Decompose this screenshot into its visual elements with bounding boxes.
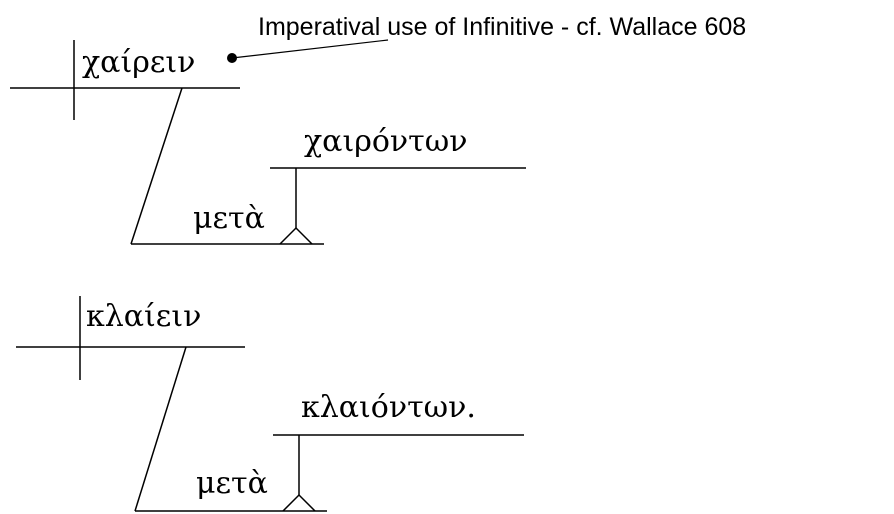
clause-1-stilt-foot <box>279 226 313 245</box>
clause-1-object: χαιρόντων <box>304 124 467 159</box>
annotation-dot <box>227 53 237 63</box>
clause-2-verb: κλαίειν <box>86 299 201 334</box>
clause-1-preposition: μετὰ <box>193 201 265 236</box>
annotation-pointer-line <box>231 39 389 59</box>
clause-2: κλαίειν μετὰ κλαιόντων. <box>16 296 524 512</box>
clause-2-object: κλαιόντων. <box>301 390 476 425</box>
clause-1: χαίρειν μετὰ χαιρόντων <box>10 40 526 245</box>
clause-1-preposition-slant <box>130 87 183 245</box>
annotation-text: Imperatival use of Infinitive - cf. Wall… <box>258 13 746 41</box>
clause-2-stilt-foot <box>282 493 316 512</box>
clause-1-verb: χαίρειν <box>82 45 195 80</box>
clause-2-preposition: μετὰ <box>196 466 268 501</box>
clause-2-preposition-slant <box>134 346 187 512</box>
